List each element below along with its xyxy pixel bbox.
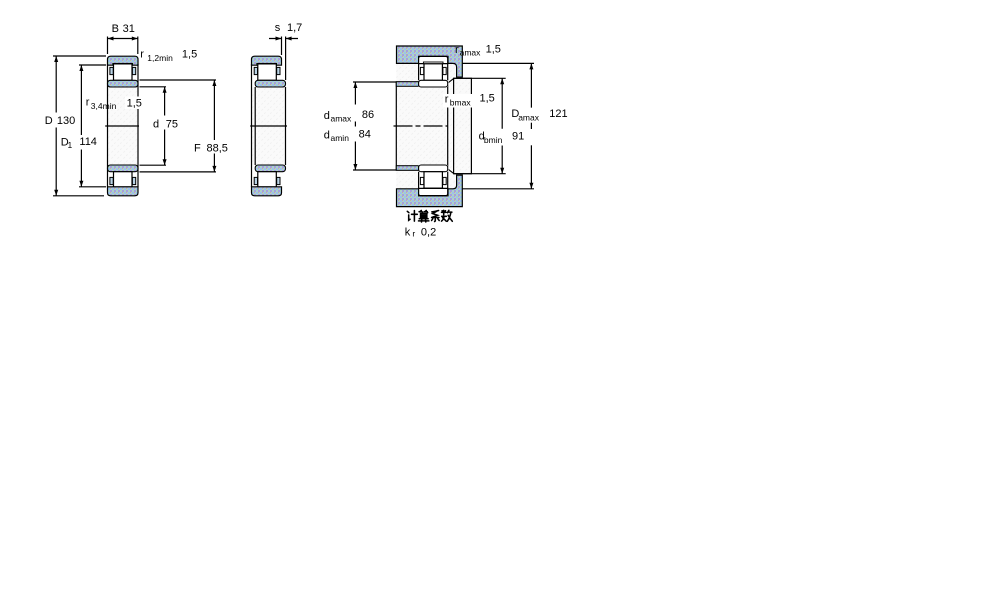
svg-text:F: F	[194, 143, 201, 155]
svg-text:D: D	[61, 136, 69, 148]
svg-text:d: d	[479, 131, 485, 143]
svg-text:75: 75	[166, 119, 178, 131]
svg-text:84: 84	[359, 129, 371, 141]
svg-text:amin: amin	[331, 133, 350, 143]
svg-text:r: r	[140, 49, 144, 61]
svg-text:bmax: bmax	[450, 98, 472, 108]
svg-text:1,5: 1,5	[486, 44, 501, 56]
svg-text:91: 91	[512, 131, 524, 143]
svg-text:r: r	[412, 229, 415, 239]
svg-text:1,5: 1,5	[480, 93, 495, 105]
svg-text:1,5: 1,5	[127, 98, 142, 110]
svg-text:1: 1	[68, 140, 73, 150]
svg-text:31: 31	[123, 23, 135, 35]
svg-text:d: d	[324, 110, 330, 122]
svg-text:r: r	[86, 97, 90, 109]
svg-text:amax: amax	[460, 48, 482, 58]
svg-text:1,7: 1,7	[287, 22, 302, 34]
svg-text:r: r	[445, 94, 449, 106]
svg-text:s: s	[275, 22, 281, 34]
svg-text:3,4min: 3,4min	[91, 101, 117, 111]
svg-text:k: k	[405, 226, 411, 238]
svg-text:D: D	[45, 115, 53, 127]
svg-text:r: r	[455, 44, 459, 56]
svg-text:amax: amax	[518, 112, 540, 122]
svg-text:bmin: bmin	[484, 135, 503, 145]
svg-text:121: 121	[549, 108, 567, 120]
svg-text:86: 86	[362, 109, 374, 121]
svg-text:1,5: 1,5	[182, 49, 197, 61]
svg-text:130: 130	[57, 115, 75, 127]
svg-text:0,2: 0,2	[421, 226, 436, 238]
svg-text:d: d	[153, 119, 159, 131]
svg-text:amax: amax	[331, 114, 353, 124]
svg-text:d: d	[324, 129, 330, 141]
svg-text:D: D	[511, 108, 519, 120]
svg-text:1,2min: 1,2min	[147, 53, 173, 63]
svg-text:114: 114	[79, 136, 97, 148]
svg-text:B: B	[112, 23, 119, 35]
svg-text:88,5: 88,5	[207, 143, 228, 155]
